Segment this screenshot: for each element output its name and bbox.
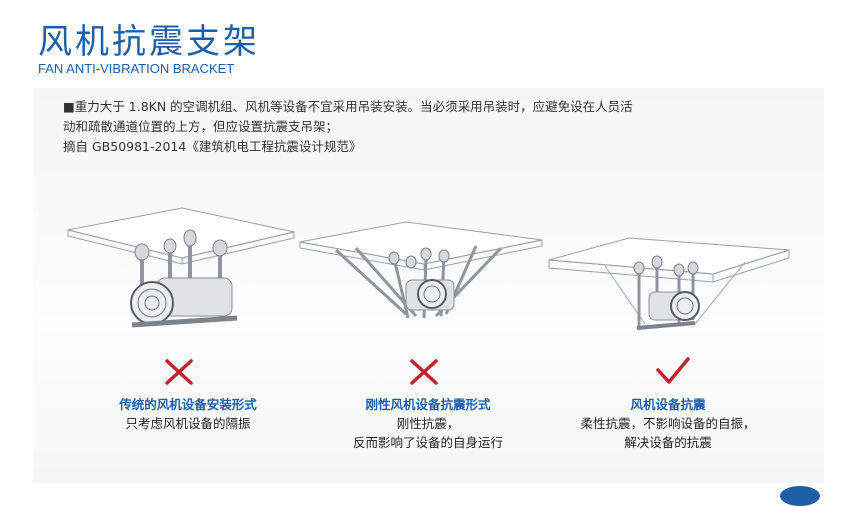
caption-rigid: 刚性风机设备抗震形式 刚性抗震， 反而影响了设备的自身运行 — [318, 395, 538, 452]
caption-line: 反而影响了设备的自身运行 — [352, 435, 503, 450]
caption-traditional: 传统的风机设备安装形式 只考虑风机设备的隔振 — [88, 395, 288, 433]
note-line-3: 摘自 GB50981-2014《建筑机电工程抗震设计规范》 — [63, 139, 362, 154]
traditional-fan-illustration — [67, 207, 295, 328]
caption-line: 解决设备的抗震 — [624, 435, 712, 450]
caption-heading: 刚性风机设备抗震形式 — [365, 397, 491, 412]
caption-heading: 风机设备抗震 — [630, 397, 706, 412]
note-line-2: 动和疏散通道位置的上方，但应设置抗震支吊架； — [63, 119, 339, 134]
flexible-bracket-illustration — [548, 237, 790, 330]
caption-line: 只考虑风机设备的隔振 — [125, 416, 251, 431]
caption-heading: 传统的风机设备安装形式 — [119, 397, 257, 412]
page-title: 风机抗震支架 — [38, 22, 260, 62]
note-line-1: ■重力大于 1.8KN 的空调机组、风机等设备不宜采用吊装安装。当必须采用吊装时… — [63, 99, 633, 114]
check-icon — [656, 357, 690, 384]
caption-flexible: 风机设备抗震 柔性抗震，不影响设备的自振， 解决设备的抗震 — [558, 395, 778, 452]
cross-icon — [165, 359, 193, 385]
rigid-bracket-illustration — [299, 221, 543, 319]
corner-badge — [780, 486, 820, 506]
spec-note: ■重力大于 1.8KN 的空调机组、风机等设备不宜采用吊装安装。当必须采用吊装时… — [63, 97, 783, 157]
cross-icon — [410, 359, 438, 385]
page-subtitle: FAN ANTI-VIBRATION BRACKET — [38, 61, 235, 76]
caption-line: 柔性抗震，不影响设备的自振， — [580, 416, 756, 431]
caption-line: 刚性抗震， — [396, 416, 460, 431]
